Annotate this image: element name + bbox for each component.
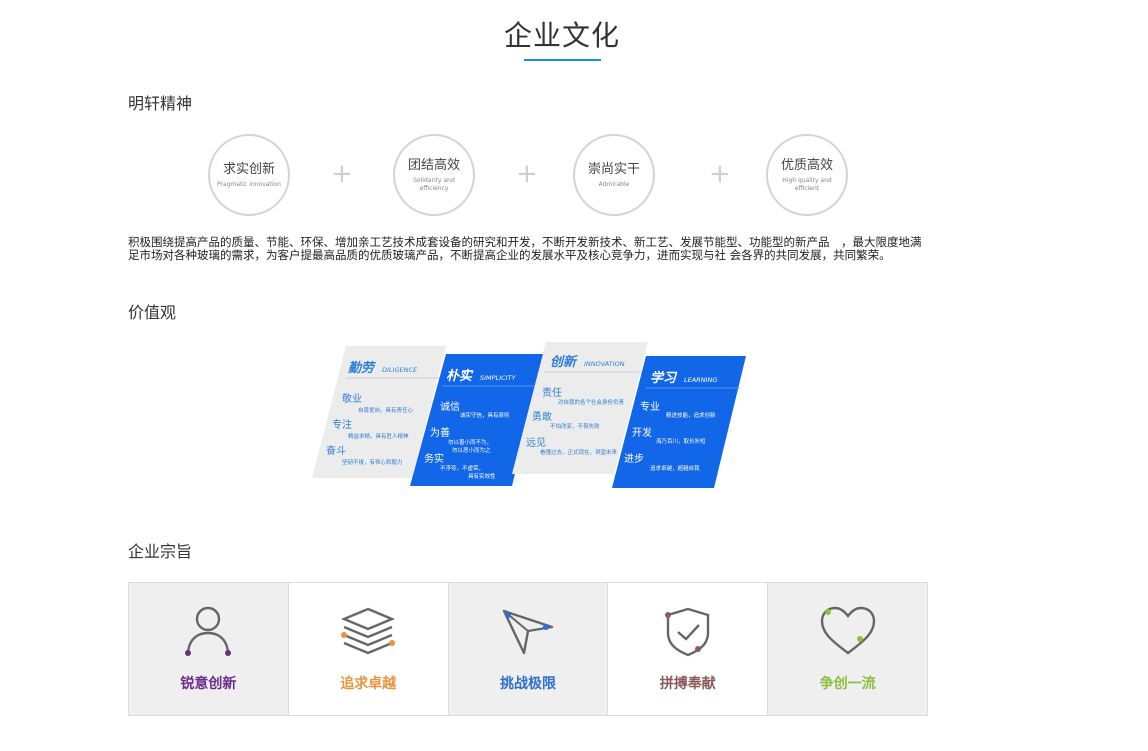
panel-item-desc: 追求卓越，超越自我 xyxy=(650,464,700,472)
spirit-circle-cn: 团结高效 xyxy=(407,158,460,173)
spirit-circle-en: High quality and efficient xyxy=(782,177,832,192)
panel-bg xyxy=(312,346,446,478)
panel-item-desc: 不浮夸，不虚荣， xyxy=(440,464,484,472)
purpose-card-label: 拼搏奉献 xyxy=(659,676,716,692)
panel-title: 创新 xyxy=(550,354,578,370)
panel-en: LEARNING xyxy=(684,376,717,384)
panel-item-key: 专业 xyxy=(640,400,660,413)
values-graphic: 勤劳 DILIGENCE 敬业 自尊爱岗，具有责任心 专注 精益求精，具有匠人精… xyxy=(312,342,746,488)
layers-icon xyxy=(341,607,396,655)
panel-title: 学习 xyxy=(650,370,678,386)
spirit-circle-cn: 优质高效 xyxy=(780,158,833,173)
panel-item-key: 为善 xyxy=(430,426,450,439)
spirit-circle-cn: 崇尚实干 xyxy=(587,162,640,177)
panel-en: INNOVATION xyxy=(584,360,625,368)
panel-bg xyxy=(512,342,648,474)
purpose-card-4: 拼搏奉献 xyxy=(608,583,769,715)
plus-icon: + xyxy=(331,159,353,189)
purpose-card-1: 锐意创新 xyxy=(129,583,289,715)
panel-item-key: 责任 xyxy=(542,386,562,399)
purpose-card-label: 锐意创新 xyxy=(180,676,237,692)
panel-item-desc: 看懂过去，正式现在，洞望未来 xyxy=(540,448,618,456)
spirit-circle-en: Solidarity and efficiency xyxy=(413,177,455,192)
spirit-circle-en: Admirable xyxy=(598,181,630,188)
value-panel-diligence: 勤劳 DILIGENCE 敬业 自尊爱岗，具有责任心 专注 精益求精，具有匠人精… xyxy=(312,346,446,478)
panel-item-desc: 具有实效性 xyxy=(468,472,496,480)
panel-en: SIMPLICITY xyxy=(480,374,517,382)
spirit-circle-cn: 求实创新 xyxy=(222,162,275,177)
value-panel-innovation: 创新 INNOVATION 责任 对自我的各个社会身份负责 勇敢 不怕改变，不畏… xyxy=(512,342,648,474)
panel-item-key: 敬业 xyxy=(342,392,362,405)
spirit-circle-en: Pragmatic innovation xyxy=(217,181,281,188)
panel-item-desc: 不怕改变，不畏失败 xyxy=(550,422,600,430)
spirit-circle-1: 求实创新 Pragmatic innovation xyxy=(208,134,290,216)
values-heading: 价值观 xyxy=(128,303,177,322)
title-underline xyxy=(524,59,601,61)
spirit-paragraph: 积极围绕提高产品的质量、节能、环保、增加亲工艺技术成套设备的研究和开发，不断开发… xyxy=(128,235,922,262)
spirit-circle-2: 团结高效 Solidarity and efficiency xyxy=(393,134,475,216)
panel-item-desc: 对自我的各个社会身份负责 xyxy=(558,398,625,406)
shield-check-icon xyxy=(664,607,709,657)
panel-item-key: 进步 xyxy=(624,453,644,465)
paper-plane-icon xyxy=(502,609,554,655)
panel-item-desc: 勿以恶小而为之 xyxy=(452,446,491,454)
purpose-card-5: 争创一流 xyxy=(768,583,927,715)
value-panel-simplicity: 朴实 SIMPLICITY 诚信 诚实守信，具有原则 为善 勿以善小而不为， 勿… xyxy=(410,354,544,486)
spirit-circle-3: 崇尚实干 Admirable xyxy=(573,134,655,216)
plus-icon: + xyxy=(516,159,538,189)
plus-icon: + xyxy=(709,159,731,189)
spirit-circle-4: 优质高效 High quality and efficient xyxy=(766,134,848,216)
purpose-heading: 企业宗旨 xyxy=(128,542,193,561)
purpose-card-2: 追求卓越 xyxy=(288,583,449,715)
spirit-heading: 明轩精神 xyxy=(128,94,193,113)
panel-item-desc: 诚实守信，具有原则 xyxy=(460,411,510,419)
panel-bg xyxy=(612,356,746,488)
panel-item-desc: 精益求精，具有匠人精神 xyxy=(348,432,409,440)
panel-item-key: 勇敢 xyxy=(532,410,552,423)
panel-title: 勤劳 xyxy=(348,360,377,376)
person-icon xyxy=(185,606,232,656)
heart-icon xyxy=(820,606,875,655)
panel-item-desc: 海乃百川，取长补短 xyxy=(656,437,706,445)
panel-item-desc: 精进技能，追求创新 xyxy=(666,411,716,419)
panel-item-key: 远见 xyxy=(526,437,546,449)
page-title: 企业文化 xyxy=(503,19,620,52)
panel-item-key: 务实 xyxy=(424,452,444,465)
panel-item-key: 专注 xyxy=(332,418,352,431)
panel-title: 朴实 xyxy=(446,368,474,384)
purpose-card-label: 追求卓越 xyxy=(340,676,397,692)
value-panel-learning: 学习 LEARNING 专业 精进技能，追求创新 开发 海乃百川，取长补短 进步… xyxy=(612,356,746,488)
panel-item-key: 开发 xyxy=(632,426,652,439)
panel-bg xyxy=(410,354,544,486)
panel-item-key: 奋斗 xyxy=(326,444,346,457)
panel-item-desc: 勿以善小而不为， xyxy=(448,438,492,446)
purpose-card-3: 挑战极限 xyxy=(448,583,609,715)
purpose-cards: 锐意创新 追求卓越 挑战极限 拼搏奉献 xyxy=(128,582,928,716)
purpose-card-label: 争创一流 xyxy=(819,676,876,692)
panel-en: DILIGENCE xyxy=(382,366,418,374)
panel-item-desc: 自尊爱岗，具有责任心 xyxy=(358,406,414,414)
panel-item-key: 诚信 xyxy=(440,401,460,413)
purpose-card-label: 挑战极限 xyxy=(499,676,556,692)
panel-item-desc: 坚韧不拔，有恒心和毅力 xyxy=(342,458,403,466)
